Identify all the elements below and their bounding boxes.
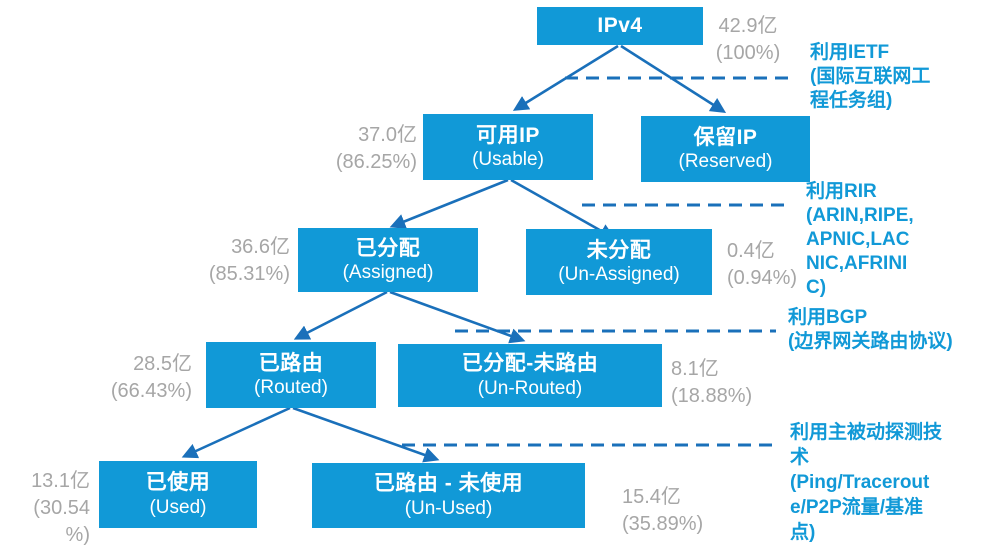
node-reserved-ip: 保留IP (Reserved) — [641, 116, 810, 182]
node-assigned-unrouted-title: 已分配-未路由 — [461, 352, 599, 376]
node-used: 已使用 (Used) — [99, 461, 257, 528]
node-assigned-unrouted: 已分配-未路由 (Un-Routed) — [398, 344, 662, 407]
node-usable-ip-subtitle: (Usable) — [472, 149, 544, 171]
node-assigned-title: 已分配 — [355, 236, 421, 260]
node-reserved-ip-title: 保留IP — [693, 125, 758, 149]
node-routed-unused: 已路由 - 未使用 (Un-Used) — [312, 463, 585, 528]
node-used-title: 已使用 — [145, 471, 211, 495]
node-routed-unused-subtitle: (Un-Used) — [404, 497, 493, 519]
label-usable-quantity: 37.0亿 (86.25%) — [335, 124, 417, 173]
label-unused-quantity: 15.4亿 (35.89%) — [622, 486, 704, 535]
annotation-bgp: 利用BGP (边界网关路由协议) — [788, 307, 953, 352]
annotation-rir: 利用RIR (ARIN,RIPE, APNIC,LAC NIC,AFRINI C… — [806, 181, 914, 298]
node-ipv4-title: IPv4 — [597, 14, 643, 38]
node-ipv4: IPv4 — [537, 7, 703, 45]
node-used-subtitle: (Used) — [149, 496, 207, 518]
node-unassigned-subtitle: (Un-Assigned) — [558, 264, 680, 286]
label-assigned-quantity: 36.6亿 (85.31%) — [208, 236, 290, 285]
node-unassigned-title: 未分配 — [586, 238, 652, 262]
label-unrouted-quantity: 8.1亿 (18.88%) — [671, 358, 753, 407]
node-assigned-unrouted-subtitle: (Un-Routed) — [477, 377, 583, 399]
node-routed: 已路由 (Routed) — [206, 342, 376, 408]
node-assigned-subtitle: (Assigned) — [342, 262, 434, 284]
node-reserved-ip-subtitle: (Reserved) — [678, 151, 773, 173]
annotation-ietf: 利用IETF (国际互联网工 程任务组) — [810, 42, 931, 111]
node-unassigned: 未分配 (Un-Assigned) — [526, 229, 712, 295]
node-usable-ip-title: 可用IP — [476, 123, 540, 147]
label-routed-quantity: 28.5亿 (66.43%) — [110, 353, 192, 402]
label-unassigned-quantity: 0.4亿 (0.94%) — [727, 240, 798, 289]
label-total-quantity: 42.9亿 (100%) — [715, 15, 781, 64]
node-assigned: 已分配 (Assigned) — [298, 228, 478, 292]
node-usable-ip: 可用IP (Usable) — [423, 114, 593, 180]
label-used-quantity: 13.1亿 (30.54 %) — [31, 470, 90, 546]
node-routed-unused-title: 已路由 - 未使用 — [373, 472, 524, 496]
annotation-probe: 利用主被动探测技 术 (Ping/Tracerout e/P2P流量/基准 点) — [790, 422, 943, 543]
node-routed-title: 已路由 — [258, 351, 324, 375]
node-routed-subtitle: (Routed) — [254, 377, 328, 399]
